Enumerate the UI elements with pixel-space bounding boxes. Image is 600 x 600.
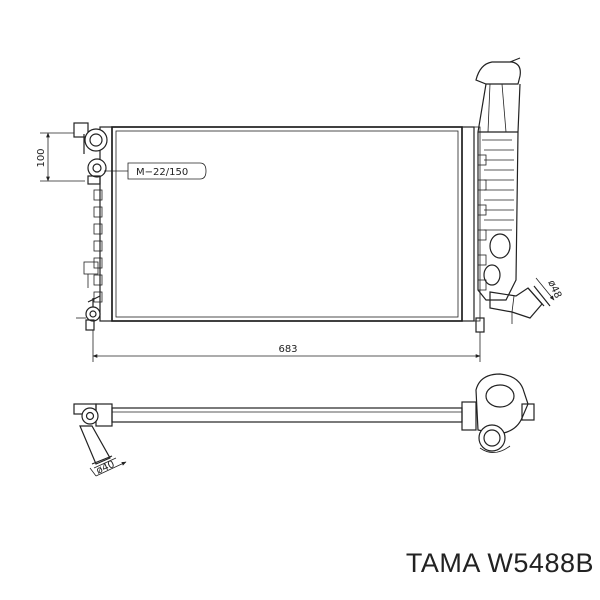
height-dimension: 100 [36, 132, 74, 182]
filler-neck [73, 122, 108, 154]
width-label: 683 [278, 344, 297, 355]
top-view-core [111, 407, 463, 423]
thread-callout: M−22/150 [104, 162, 207, 180]
left-tank [83, 126, 113, 322]
outlet-diameter-dimension: ø48 [535, 277, 563, 301]
part-number-caption: TAMA W5488B [405, 548, 594, 578]
width-dimension: 683 [92, 330, 481, 362]
outlet-diameter-label: ø48 [545, 279, 563, 301]
front-view: 100 M−22/150 683 ø48 [36, 57, 563, 362]
expansion-tube [475, 57, 521, 301]
threaded-port [68, 158, 107, 185]
top-view-right-end [461, 373, 535, 453]
drain-plug [76, 295, 101, 331]
outlet-pipe [489, 285, 551, 324]
thread-label: M−22/150 [136, 167, 188, 178]
radiator-core [111, 126, 463, 322]
top-view: ø40 [73, 373, 535, 477]
top-view-left-end [73, 403, 117, 469]
right-tank [461, 126, 487, 333]
height-label: 100 [36, 148, 47, 167]
